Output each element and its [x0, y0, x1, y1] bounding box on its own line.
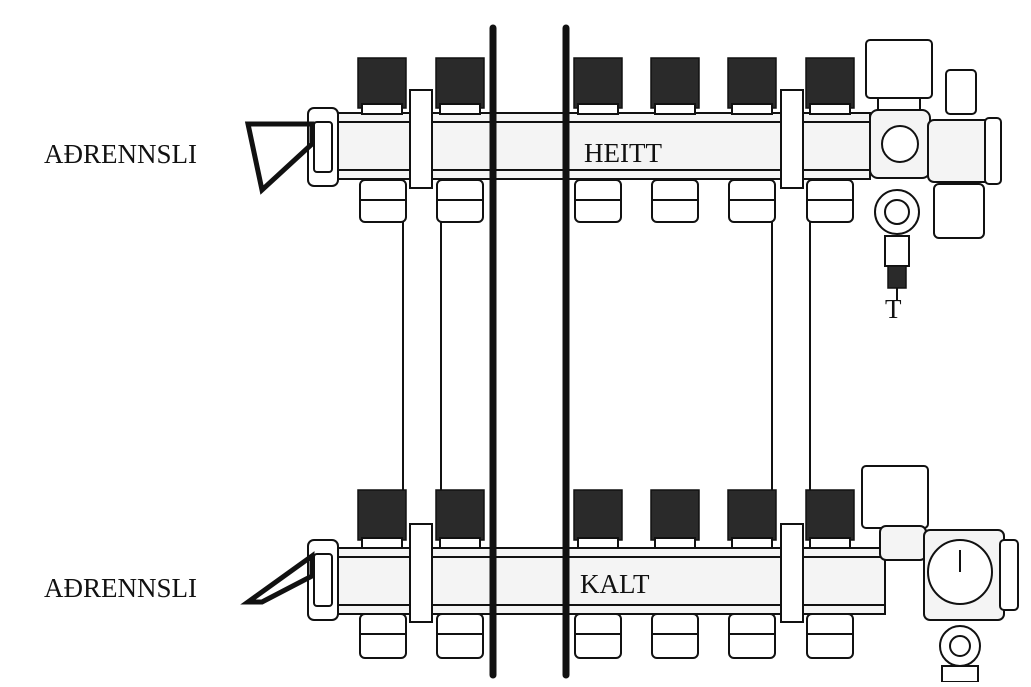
cold-label: KALT: [580, 569, 650, 599]
valve-knob: [805, 489, 855, 541]
cold-outlet-nuts: [359, 613, 854, 659]
air-vent-icon: [865, 39, 933, 99]
riser-pipes: [402, 222, 811, 492]
drain-label-bottom: AÐRENNSLI: [44, 573, 197, 603]
outlet-nut: [651, 613, 699, 659]
drain-arrow: [240, 551, 315, 605]
hot-outlet-nuts: [359, 179, 854, 223]
valve-knob: [435, 489, 485, 541]
drain-label-top: AÐRENNSLI: [44, 139, 197, 169]
break-lines: [489, 24, 570, 679]
cold-manifold: [240, 465, 1019, 683]
valve-knob: [650, 57, 700, 109]
valve-knob: [357, 57, 407, 109]
valve-knob: [727, 489, 777, 541]
outlet-nut: [436, 613, 484, 659]
outlet-nut: [728, 613, 776, 659]
drain-arrow: [244, 121, 315, 195]
valve-knob: [357, 489, 407, 541]
air-vent-icon: [861, 465, 929, 529]
mounting-bracket: [780, 89, 804, 189]
valve-knob: [805, 57, 855, 109]
valve-knob: [573, 57, 623, 109]
hot-right-fittings: [865, 39, 1002, 300]
valve-knob: [573, 489, 623, 541]
mounting-bracket: [409, 523, 433, 623]
valve-knob: [727, 57, 777, 109]
mounting-bracket: [780, 523, 804, 623]
cold-right-fittings: [861, 465, 1019, 683]
valve-knob: [435, 57, 485, 109]
valve-knob: [650, 489, 700, 541]
mounting-bracket: [409, 89, 433, 189]
outlet-nut: [574, 613, 622, 659]
outlet-nut: [806, 613, 854, 659]
outlet-nut: [359, 613, 407, 659]
cold-valve-knobs: [357, 489, 855, 549]
t-mark-label: T: [885, 294, 902, 324]
hot-valve-knobs: [357, 57, 855, 115]
hot-manifold: [244, 39, 1002, 300]
hot-label: HEITT: [584, 138, 662, 168]
